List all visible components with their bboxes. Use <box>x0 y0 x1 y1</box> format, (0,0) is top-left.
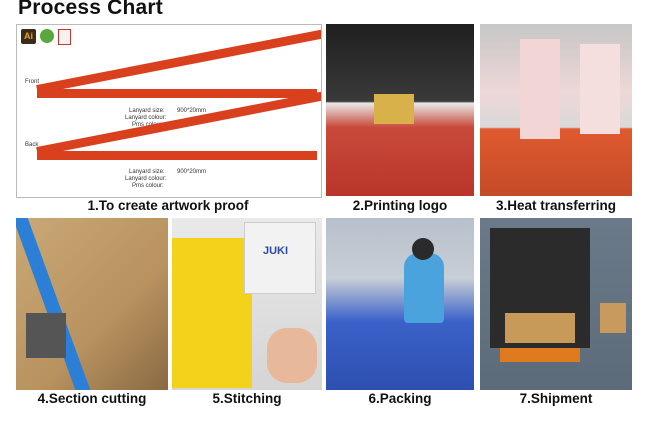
truck-bumper <box>500 348 580 362</box>
back-size-value: 900*20mm <box>177 169 207 175</box>
stitching-photo: JUKI <box>172 218 322 390</box>
illustrator-icon: Ai <box>21 29 36 44</box>
paper-roll-2 <box>580 44 620 134</box>
heat-transfer-photo <box>480 24 632 196</box>
cutting-photo <box>16 218 168 390</box>
hands <box>267 328 317 383</box>
page-title: Process Chart <box>18 0 163 19</box>
back-lanyard-lower <box>37 151 317 160</box>
print-head <box>374 94 414 124</box>
worker <box>404 253 444 323</box>
artwork-proof-panel: Ai Front Lanyard size: 900*20mm Lanyard … <box>16 24 322 198</box>
step-caption-shipment: 7.Shipment <box>519 391 593 406</box>
front-label: Front <box>25 79 40 85</box>
step-caption-artwork: 1.To create artwork proof <box>87 198 249 213</box>
packing-photo <box>326 218 474 390</box>
front-lanyard-upper <box>36 29 321 94</box>
cargo-boxes <box>505 313 575 343</box>
step-caption-heat: 3.Heat transferring <box>495 198 617 213</box>
front-colour-label: Lanyard colour: <box>125 115 167 121</box>
back-colour-label: Lanyard colour: <box>125 176 167 182</box>
front-size-value: 900*20mm <box>177 108 207 114</box>
back-size-label: Lanyard size: <box>129 169 165 175</box>
step-caption-packing: 6.Packing <box>368 391 432 406</box>
box-carried <box>600 303 626 333</box>
juki-logo: JUKI <box>263 245 289 257</box>
cutter <box>26 313 66 358</box>
step-caption-cutting: 4.Section cutting <box>37 391 147 406</box>
back-pms-label: Pms colour: <box>132 183 164 189</box>
pdf-icon <box>58 29 71 45</box>
paper-roll <box>520 39 560 139</box>
printing-photo <box>326 24 474 196</box>
shipment-photo <box>480 218 632 390</box>
back-lanyard-upper <box>36 91 321 156</box>
front-lanyard-lower <box>37 89 317 98</box>
blue-strap <box>16 218 94 390</box>
back-label: Back <box>25 142 39 148</box>
step-caption-stitching: 5.Stitching <box>212 391 282 406</box>
yellow-straps <box>172 238 252 388</box>
step-caption-printing: 2.Printing logo <box>352 198 448 213</box>
front-size-label: Lanyard size: <box>129 108 165 114</box>
sewing-machine: JUKI <box>244 222 316 294</box>
coreldraw-icon <box>40 29 54 43</box>
worker-head <box>412 238 434 260</box>
